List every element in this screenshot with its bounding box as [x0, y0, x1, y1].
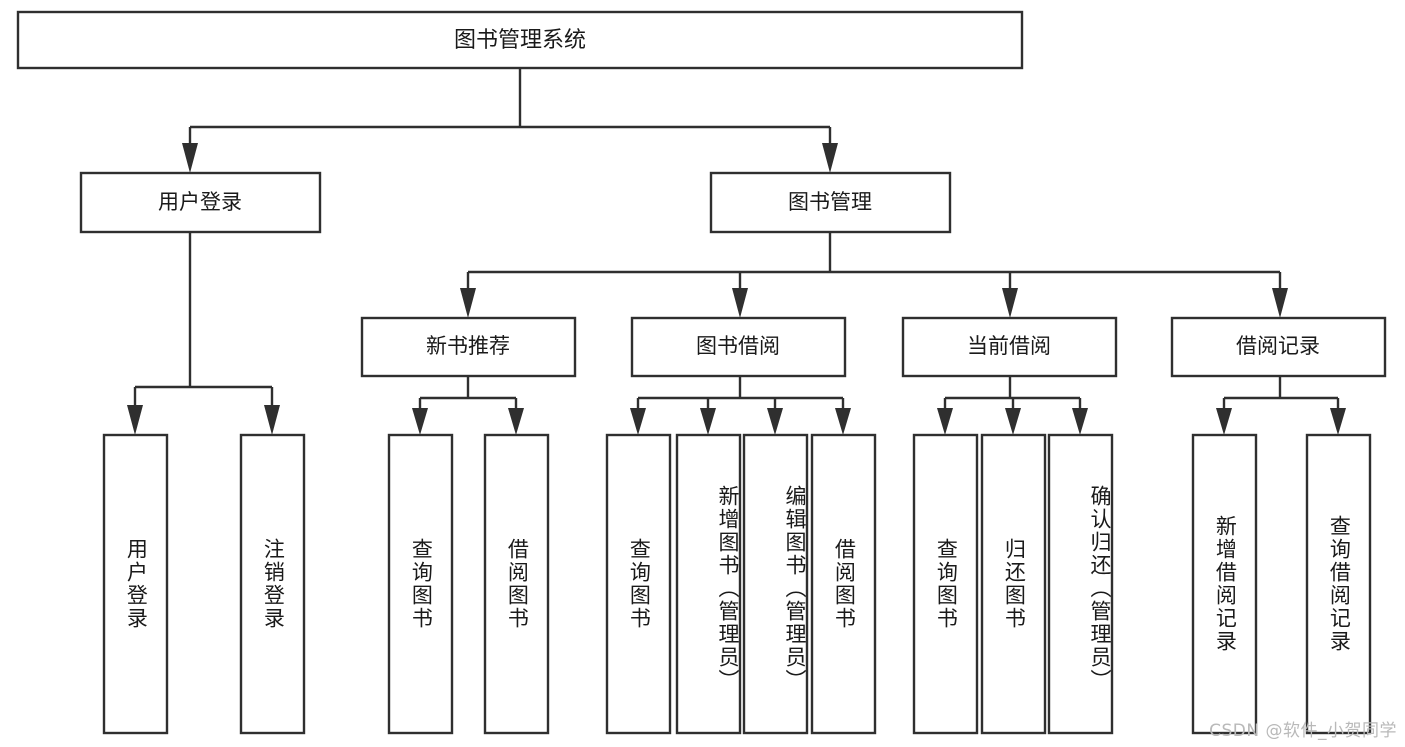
node-new-book-label: 新书推荐 — [426, 334, 510, 358]
node-borrow-record[interactable]: 借阅记录 — [1170, 316, 1387, 378]
node-book-manage[interactable]: 图书管理 — [709, 171, 952, 234]
arrow-head-br-query-record — [1330, 408, 1346, 435]
node-book-borrow-label: 图书借阅 — [696, 334, 780, 358]
leaf-box-br-add-record[interactable] — [1191, 433, 1258, 735]
arrow-head-br-add-record — [1216, 408, 1232, 435]
connector-group-root-to-level2 — [182, 68, 838, 173]
arrow-head-current-borrow — [1002, 288, 1018, 318]
connector-group-borrow-record-leaves — [1216, 376, 1346, 435]
arrow-head-bb-borrow-book — [835, 408, 851, 435]
node-user-login-label: 用户登录 — [158, 190, 242, 214]
leaf-box-nb-query-book[interactable] — [387, 433, 454, 735]
leaf-box-logout[interactable] — [239, 433, 306, 735]
connector-group-user-login-leaves — [127, 232, 280, 435]
leaf-box-bb-edit-book[interactable] — [742, 433, 809, 735]
node-new-book-recommend[interactable]: 新书推荐 — [360, 316, 577, 378]
leaf-box-group — [102, 433, 1372, 735]
arrow-head-bb-query-book — [630, 408, 646, 435]
arrow-head-borrow-record — [1272, 288, 1288, 318]
arrow-head-bb-edit-book — [767, 408, 783, 435]
connector-group-level2-to-level3 — [460, 232, 1288, 318]
node-new-book-box[interactable] — [360, 316, 577, 378]
leaf-box-nb-borrow-book[interactable] — [483, 433, 550, 735]
arrow-head-leaf-user-login — [127, 405, 143, 435]
node-borrow-record-box[interactable] — [1170, 316, 1387, 378]
connector-group-current-borrow-leaves — [937, 376, 1088, 435]
leaf-box-bb-borrow-book[interactable] — [810, 433, 877, 735]
arrow-head-book-manage — [822, 143, 838, 173]
node-root-system[interactable]: 图书管理系统 — [16, 10, 1024, 70]
node-book-borrow[interactable]: 图书借阅 — [630, 316, 847, 378]
arrow-head-cb-return-book — [1005, 408, 1021, 435]
node-current-borrow-box[interactable] — [901, 316, 1118, 378]
leaf-box-br-query-record[interactable] — [1305, 433, 1372, 735]
node-book-manage-box[interactable] — [709, 171, 952, 234]
leaf-box-cb-query-book[interactable] — [912, 433, 979, 735]
arrow-head-new-book — [460, 288, 476, 318]
leaf-box-user-login[interactable] — [102, 433, 169, 735]
node-user-login-box[interactable] — [79, 171, 322, 234]
arrow-head-nb-borrow-book — [508, 408, 524, 435]
arrow-head-bb-add-book — [700, 408, 716, 435]
leaf-box-bb-query-book[interactable] — [605, 433, 672, 735]
node-root-label: 图书管理系统 — [454, 28, 586, 53]
node-borrow-record-label: 借阅记录 — [1236, 334, 1320, 358]
node-user-login[interactable]: 用户登录 — [79, 171, 322, 234]
arrow-head-book-borrow — [732, 288, 748, 318]
arrow-head-leaf-logout — [264, 405, 280, 435]
arrow-head-cb-confirm-return — [1072, 408, 1088, 435]
leaf-box-cb-return-book[interactable] — [980, 433, 1047, 735]
node-book-manage-label: 图书管理 — [788, 190, 872, 214]
leaf-box-bb-add-book[interactable] — [675, 433, 742, 735]
connector-group-book-borrow-leaves — [630, 376, 851, 435]
csdn-watermark: CSDN @软件_小贺同学 — [1209, 721, 1397, 741]
leaf-box-cb-confirm-return[interactable] — [1047, 433, 1114, 735]
arrow-head-cb-query-book — [937, 408, 953, 435]
node-current-borrow[interactable]: 当前借阅 — [901, 316, 1118, 378]
node-root-box[interactable] — [16, 10, 1024, 70]
connector-group-new-book-leaves — [412, 376, 524, 435]
arrow-head-user-login — [182, 143, 198, 173]
node-current-borrow-label: 当前借阅 — [967, 334, 1051, 358]
arrow-head-nb-query-book — [412, 408, 428, 435]
node-book-borrow-box[interactable] — [630, 316, 847, 378]
